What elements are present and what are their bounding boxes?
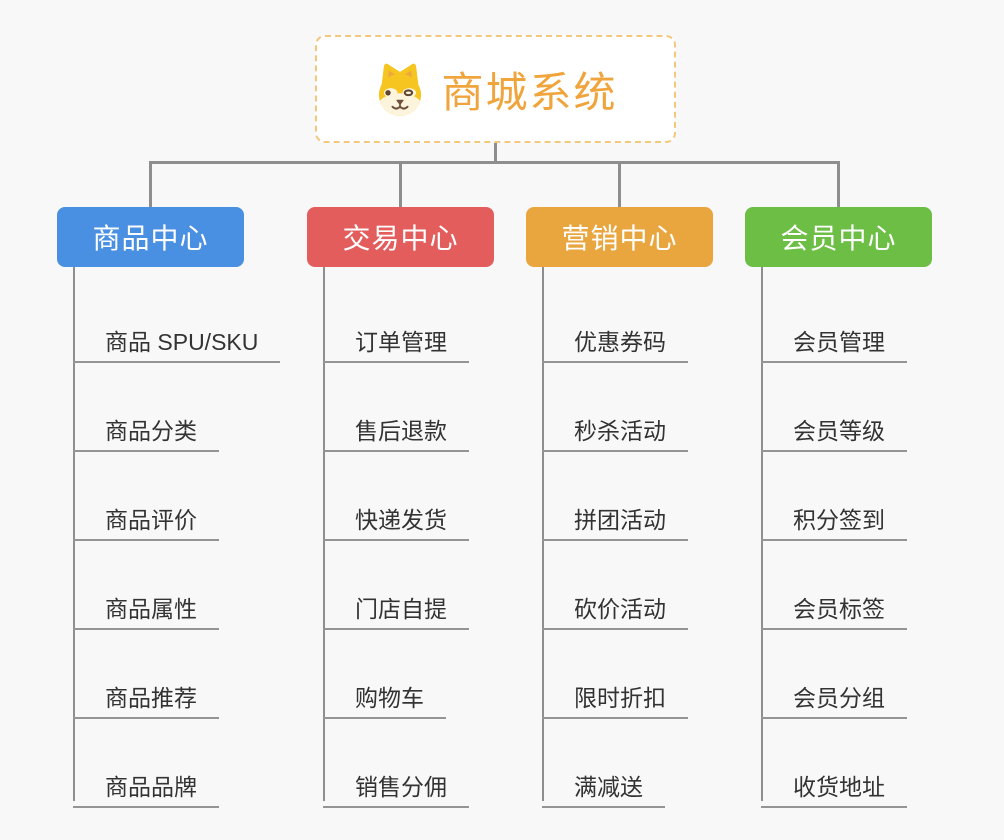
branch-trunk (323, 267, 325, 801)
branch-node-1: 商品中心 (57, 207, 244, 267)
leaf-node: 满减送 (542, 759, 665, 808)
leaf-node: 订单管理 (323, 314, 469, 363)
leaf-node: 会员管理 (761, 314, 907, 363)
leaf-node: 购物车 (323, 670, 446, 719)
root-title: 商城系统 (441, 68, 618, 116)
connector-drop (837, 161, 840, 207)
leaf-node: 限时折扣 (542, 670, 688, 719)
leaf-node: 收货地址 (761, 759, 907, 808)
leaf-node: 商品品牌 (73, 759, 219, 808)
connector-drop (399, 161, 402, 207)
leaf-node: 会员标签 (761, 581, 907, 630)
dog-face-icon (379, 63, 422, 116)
leaf-node: 积分签到 (761, 492, 907, 541)
branch-trunk (542, 267, 544, 801)
branch-node-2: 交易中心 (307, 207, 494, 267)
connector-drop (149, 161, 152, 207)
leaf-node: 销售分佣 (323, 759, 469, 808)
root-node: 商城系统 (315, 35, 676, 143)
leaf-node: 砍价活动 (542, 581, 688, 630)
connector-drop (618, 161, 621, 207)
leaf-node: 售后退款 (323, 403, 469, 452)
leaf-node: 商品评价 (73, 492, 219, 541)
branch-trunk (73, 267, 75, 801)
branch-node-3: 营销中心 (526, 207, 713, 267)
branch-trunk (761, 267, 763, 801)
leaf-node: 快递发货 (323, 492, 469, 541)
leaf-node: 会员分组 (761, 670, 907, 719)
leaf-node: 商品 SPU/SKU (73, 314, 281, 363)
connector-bus (149, 161, 840, 164)
leaf-node: 门店自提 (323, 581, 469, 630)
leaf-node: 拼团活动 (542, 492, 688, 541)
leaf-node: 商品属性 (73, 581, 219, 630)
leaf-node: 商品分类 (73, 403, 219, 452)
leaf-node: 优惠券码 (542, 314, 688, 363)
leaf-node: 商品推荐 (73, 670, 219, 719)
leaf-node: 秒杀活动 (542, 403, 688, 452)
branch-node-4: 会员中心 (745, 207, 932, 267)
leaf-node: 会员等级 (761, 403, 907, 452)
connector-root-stub (494, 141, 497, 164)
